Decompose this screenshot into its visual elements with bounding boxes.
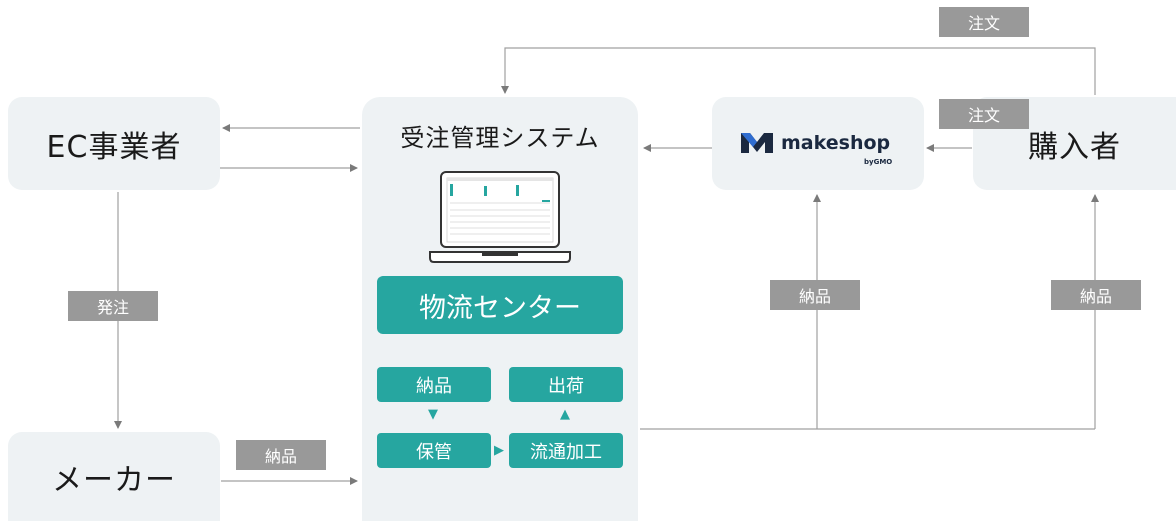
logistics-center-header: 物流センター <box>377 276 623 334</box>
receiving-label: 納品 <box>416 375 452 397</box>
order-tag-mid: 注文 <box>939 99 1029 129</box>
makeshop-wordmark: makeshop <box>781 132 891 154</box>
order-tag-mid-label: 注文 <box>967 106 1000 125</box>
makeshop-logo: makeshop <box>741 132 890 154</box>
shipping-label: 出荷 <box>548 375 584 397</box>
order-tag-top: 注文 <box>939 7 1029 37</box>
laptop-icon <box>429 171 571 263</box>
manufacturer-node: メーカー <box>8 432 220 521</box>
storage-label: 保管 <box>416 441 452 463</box>
manufacturer-label: メーカー <box>52 462 176 498</box>
arrow-down-icon: ▼ <box>428 407 438 422</box>
delivery-manufacturer-label: 納品 <box>264 447 297 466</box>
receiving-step: 納品 <box>377 367 491 402</box>
makeshop-sub: byGMO <box>864 158 893 166</box>
storage-step: 保管 <box>377 433 491 468</box>
processing-label: 流通加工 <box>530 441 602 463</box>
logistics-center-label: 物流センター <box>419 292 581 324</box>
makeshop-m-icon <box>741 133 773 153</box>
order-loop-line <box>501 47 1096 95</box>
shipping-step: 出荷 <box>509 367 623 402</box>
purchase-order-label: 発注 <box>96 298 129 317</box>
delivery-makeshop-label: 納品 <box>798 287 831 306</box>
ec-operator-label: EC事業者 <box>46 129 182 165</box>
delivery-tag-makeshop: 納品 <box>770 280 860 310</box>
purchase-order-tag: 発注 <box>68 291 158 321</box>
buyer-label: 購入者 <box>1028 129 1121 165</box>
order-tag-top-label: 注文 <box>967 14 1000 33</box>
processing-step: 流通加工 <box>509 433 623 468</box>
delivery-tag-buyer: 納品 <box>1051 280 1141 310</box>
delivery-tag-manufacturer: 納品 <box>236 440 326 470</box>
arrow-right-icon: ▶ <box>494 443 504 458</box>
delivery-buyer-label: 納品 <box>1079 287 1112 306</box>
arrow-up-icon: ▲ <box>560 407 570 422</box>
oms-title: 受注管理システム <box>400 124 600 152</box>
ec-operator-node: EC事業者 <box>8 97 220 190</box>
